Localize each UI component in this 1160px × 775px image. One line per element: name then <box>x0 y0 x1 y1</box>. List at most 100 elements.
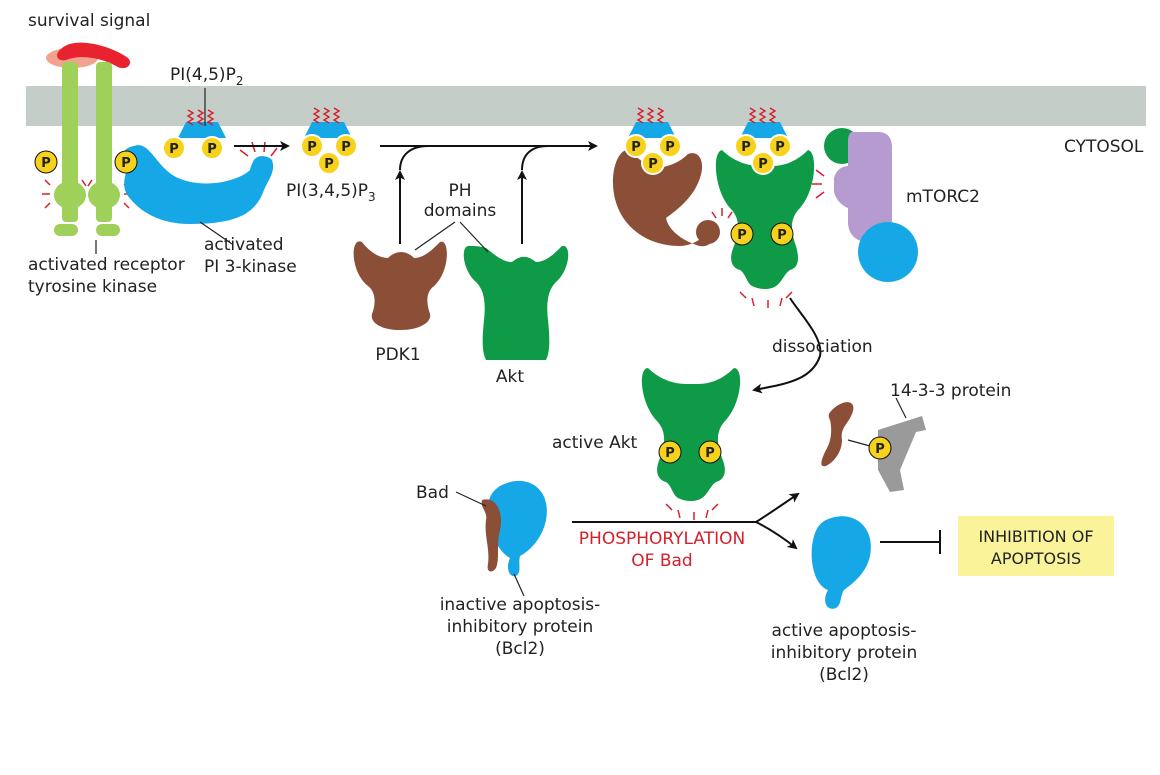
pi45p2-label-main: PI(4,5)P <box>170 65 236 85</box>
phosphate-complex-akt-3: P <box>751 151 775 175</box>
phosphorylation-label-line1: PHOSPHORYLATION <box>579 529 745 549</box>
activated-rtk-label-line2: tyrosine kinase <box>28 277 157 297</box>
phosphate-label: P <box>324 157 334 172</box>
pdk1-free <box>353 241 447 330</box>
phosphate-label: P <box>648 157 658 172</box>
pi3k-sparkles <box>239 141 278 157</box>
phosphate-label: P <box>775 140 785 155</box>
mtorc2-label: mTORC2 <box>906 187 980 207</box>
pi345p3-label-sub: 3 <box>368 190 376 204</box>
phosphate-label: P <box>665 446 675 461</box>
phosphate-label: P <box>307 140 317 155</box>
bad-label: Bad <box>416 483 449 503</box>
active-akt-sparkles <box>665 503 719 520</box>
bad-pointer <box>455 491 487 507</box>
ph-pointer-pdk1 <box>414 221 456 251</box>
receptor-tyrosine-kinase <box>42 42 132 236</box>
phosphate-complex-akt-2: P <box>768 134 792 158</box>
mtorc2-blue-subunit <box>858 222 918 282</box>
pi3k-pointer <box>199 221 233 245</box>
ph-domains-label-line2: domains <box>424 201 497 221</box>
active-bcl2-label-line3: (Bcl2) <box>819 665 869 685</box>
phosphorylation-arrow-down <box>755 521 798 550</box>
plasma-membrane <box>26 86 1146 126</box>
ph-domains-label-line1: PH <box>448 181 471 201</box>
phosphate-pip3-1: P <box>300 134 324 158</box>
activated-pi3k-label-line1: activated <box>204 235 284 255</box>
protein-1433-complex <box>821 402 926 492</box>
activated-rtk-label-line1: activated receptor <box>28 255 185 275</box>
inhibition-label-line1: INHIBITION OF <box>978 527 1093 546</box>
merge-curve-pdk1 <box>399 145 429 171</box>
pdk1-label: PDK1 <box>375 345 420 365</box>
pi345p3-label-main: PI(3,4,5)P <box>286 181 368 201</box>
inactive-bcl2-label-line3: (Bcl2) <box>495 639 545 659</box>
pi345p3-label: PI(3,4,5)P3 <box>286 181 376 204</box>
mtorc2-purple-subunit <box>834 132 892 242</box>
phosphate-pip2-1: P <box>162 136 186 160</box>
receptor-kinase-domain-right <box>88 181 120 209</box>
survival-signal-molecule <box>57 42 131 69</box>
phosphate-akt-bound-2: P <box>770 222 794 246</box>
survival-signal-label: survival signal <box>28 11 150 31</box>
inhibition-box <box>958 516 1114 576</box>
pdk1-bound <box>612 150 716 247</box>
protein-1433 <box>878 416 926 492</box>
phosphate-label: P <box>341 140 351 155</box>
phospho-bad-linker <box>847 439 871 447</box>
protein-1433-label: 14-3-3 protein <box>890 381 1011 401</box>
inactive-bcl2-label-line1: inactive apoptosis- <box>440 595 601 615</box>
inactive-bad <box>481 499 502 572</box>
phosphate-active-akt-1: P <box>658 440 682 464</box>
dissociation-arrow <box>752 297 822 394</box>
phosphorylation-label-line2: OF Bad <box>631 551 692 571</box>
inactive-bcl2 <box>487 480 547 577</box>
pi45p2-molecule <box>178 109 226 138</box>
phosphate-label: P <box>41 156 51 171</box>
phosphate-complex-pdk1-1: P <box>624 134 648 158</box>
phosphate-label: P <box>705 446 715 461</box>
active-bcl2 <box>811 516 871 609</box>
pi3k-tip <box>252 156 272 176</box>
receptor-base <box>54 224 78 236</box>
pi45p2-label-sub: 2 <box>236 74 244 88</box>
phosphate-pip2-2: P <box>200 136 224 160</box>
phosphate-label: P <box>121 156 131 171</box>
phosphate-rtk-right: P <box>114 150 138 174</box>
active-bcl2-label-line2: inhibitory protein <box>771 643 917 663</box>
phosphate-rtk-left: P <box>34 150 58 174</box>
ph-pointer-akt <box>459 221 489 253</box>
inactive-bcl2-pointer <box>513 573 525 597</box>
dissociation-label: dissociation <box>772 337 873 357</box>
phosphate-label: P <box>758 157 768 172</box>
akt-label: Akt <box>496 367 524 387</box>
pdk1-bound-tip <box>696 220 720 244</box>
phosphate-groups: P P P P P P P P P P P P P P P P P P <box>34 134 892 464</box>
phosphate-pip3-2: P <box>334 134 358 158</box>
phosphate-complex-akt-1: P <box>734 134 758 158</box>
phosphate-complex-pdk1-3: P <box>641 151 665 175</box>
pi45p2-label: PI(4,5)P2 <box>170 65 243 88</box>
pdk1-bound-sparkles <box>711 208 733 219</box>
phosphate-label: P <box>875 442 885 457</box>
activated-pi3k-label-line2: PI 3-kinase <box>204 257 297 277</box>
phosphate-label: P <box>665 140 675 155</box>
phosphate-bad: P <box>868 436 892 460</box>
mtorc2-sparkles <box>812 169 825 199</box>
akt-free <box>463 245 569 360</box>
active-bcl2-label-line1: active apoptosis- <box>771 621 916 641</box>
inactive-bad-bcl2-complex <box>481 480 547 577</box>
merge-curve-akt <box>521 145 549 171</box>
phosphate-label: P <box>737 228 747 243</box>
akt-bound-sparkles <box>739 291 793 308</box>
active-akt <box>641 368 741 501</box>
pi3-kinase <box>122 145 274 224</box>
cytosol-label: CYTOSOL <box>1064 137 1144 157</box>
phosphate-active-akt-2: P <box>698 440 722 464</box>
inhibition-label-line2: APOPTOSIS <box>991 549 1081 568</box>
phosphate-label: P <box>631 140 641 155</box>
akt-bound <box>715 150 815 289</box>
phosphate-akt-bound-1: P <box>730 222 754 246</box>
